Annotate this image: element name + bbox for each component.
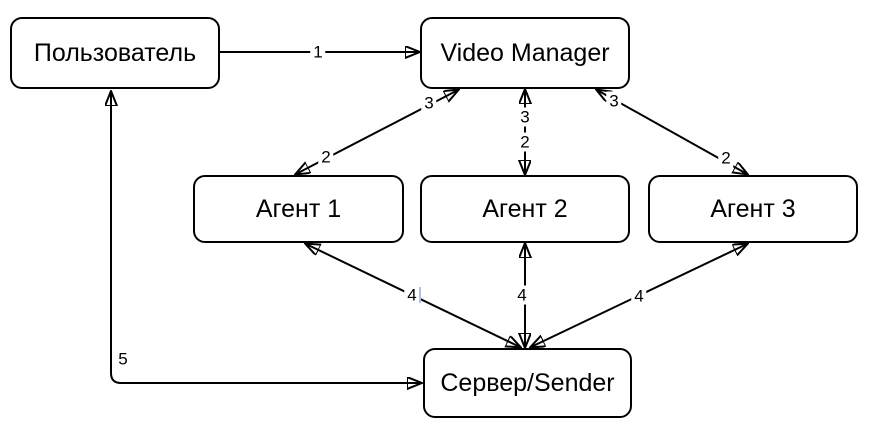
node-agent-1[interactable]: Агент 1	[193, 175, 404, 243]
node-server-sender[interactable]: Сервер/Sender	[423, 348, 632, 418]
node-server-sender-label: Сервер/Sender	[440, 368, 615, 397]
edge-label-3-agent2-to-vm[interactable]: 3	[517, 107, 533, 127]
edge-label-1-user-to-vm[interactable]: 1	[310, 42, 326, 62]
edge-label-2-vm-to-agent2[interactable]: 2	[517, 132, 533, 152]
edge-label-2-vm-to-agent1[interactable]: 2	[318, 147, 334, 167]
node-agent-3[interactable]: Агент 3	[648, 175, 858, 243]
node-video-manager[interactable]: Video Manager	[420, 17, 630, 89]
node-user-label: Пользователь	[33, 38, 197, 67]
edge-label-4-agent2-server[interactable]: 4	[514, 285, 530, 305]
node-agent-3-label: Агент 3	[710, 194, 796, 223]
node-video-manager-label: Video Manager	[440, 38, 610, 67]
node-agent-2[interactable]: Агент 2	[420, 175, 630, 243]
edge-label-5-server-user[interactable]: 5	[115, 349, 131, 369]
edge-label-2-vm-to-agent3[interactable]: 2	[718, 148, 734, 168]
edge-label-3-agent3-to-vm[interactable]: 3	[606, 91, 622, 111]
node-agent-2-label: Агент 2	[482, 194, 568, 223]
edge-label-4-agent1-server[interactable]: 4	[404, 285, 420, 305]
node-agent-1-label: Агент 1	[255, 194, 342, 223]
edge-label-3-agent1-to-vm[interactable]: 3	[421, 93, 437, 113]
edge-server-user[interactable]	[111, 92, 421, 383]
edge-label-4-agent3-server[interactable]: 4	[631, 286, 647, 306]
node-user[interactable]: Пользователь	[10, 17, 220, 89]
text-cursor	[419, 287, 421, 303]
